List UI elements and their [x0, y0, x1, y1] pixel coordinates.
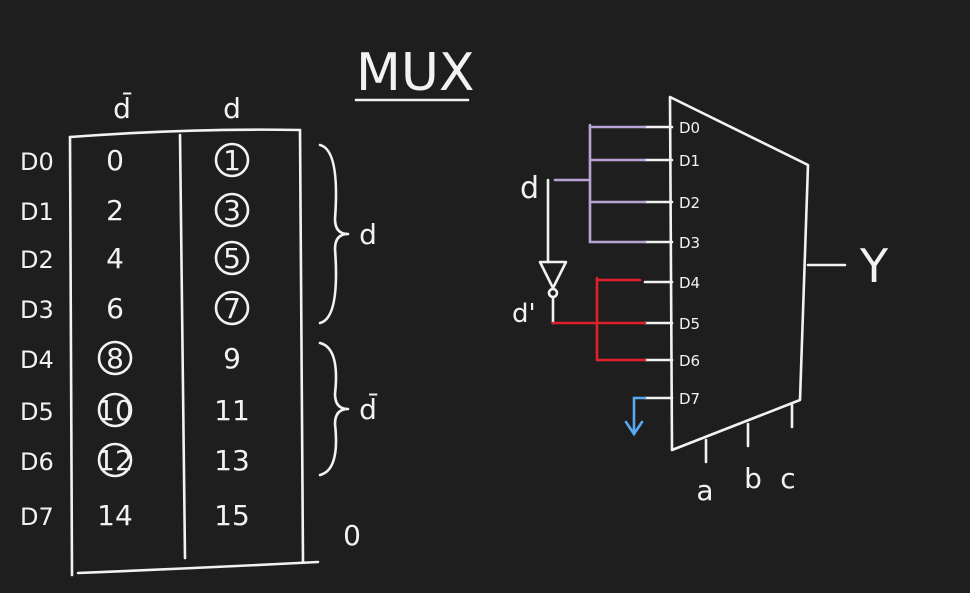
group-label: d	[359, 218, 377, 251]
mux-input-pin: D7	[643, 390, 700, 408]
table-row: D4 8 9	[20, 340, 241, 376]
cell-d: 15	[214, 499, 250, 532]
circle-mark	[214, 142, 250, 178]
select-label: a	[696, 474, 713, 507]
cell-d-bar: 4	[106, 242, 124, 275]
cell-d: 1	[223, 144, 241, 177]
pin-label: D3	[679, 234, 700, 252]
output-label: Y	[859, 239, 889, 293]
cell-d: 3	[223, 194, 241, 227]
signal-d-label: d	[520, 171, 539, 206]
signal-dnot-label: d'	[512, 299, 536, 329]
pin-label: D6	[679, 352, 700, 370]
group-braces: d d̄ 0	[318, 143, 378, 552]
table-right-border	[298, 128, 305, 564]
circle-mark	[214, 240, 250, 276]
mux-input-pin: D2	[643, 194, 700, 212]
circle-mark	[214, 192, 250, 228]
group-brace: d	[318, 143, 377, 325]
table-bottom-border	[76, 560, 320, 575]
group-label: d̄	[359, 392, 378, 426]
row-label: D7	[20, 503, 54, 531]
table-column-divider	[178, 133, 187, 560]
pin-label: D5	[679, 315, 700, 333]
mux-input-pin: D6	[643, 352, 700, 370]
mux-wiring: d d'	[512, 123, 647, 437]
cell-d-bar: 14	[97, 499, 133, 532]
pin-label: D2	[679, 194, 700, 212]
mux-input-pin: D3	[643, 234, 700, 252]
circle-mark	[97, 442, 133, 478]
select-label: c	[780, 462, 795, 495]
circle-mark	[97, 392, 133, 428]
pin-label: D0	[679, 119, 700, 137]
mux-input-pin: D5	[643, 315, 700, 333]
mux-body	[668, 95, 810, 452]
row-label: D6	[20, 448, 54, 476]
cell-d: 13	[214, 444, 250, 477]
select-label: b	[744, 462, 762, 495]
cell-d-bar: 2	[106, 194, 124, 227]
ground-arrow-icon	[624, 420, 644, 437]
row-label: D2	[20, 246, 54, 274]
row-label: D3	[20, 296, 54, 324]
brace-shape	[318, 341, 350, 477]
pin-label: D4	[679, 274, 700, 292]
row-label: D5	[20, 398, 54, 426]
title: MUX	[356, 43, 475, 103]
select-line: c	[780, 403, 796, 495]
table-row: D3 6 7	[20, 290, 250, 326]
inverter-icon	[538, 260, 568, 290]
group-brace: d̄	[318, 341, 378, 477]
pin-label: D1	[679, 152, 700, 170]
cell-d: 11	[214, 394, 250, 427]
table-row: D0 0 1	[20, 142, 250, 178]
select-line: a	[696, 438, 714, 507]
table-headers: d̄ d	[113, 91, 241, 125]
table-row: D7 14 15	[20, 499, 250, 532]
cell-d-bar: 6	[106, 292, 124, 325]
mux-input-pin: D4	[643, 274, 700, 292]
cell-d-bar: 8	[106, 342, 124, 375]
table-top-border	[68, 128, 302, 139]
table-row: D2 4 5	[20, 240, 250, 276]
mux-input-pin: D1	[643, 152, 700, 170]
group-label: 0	[343, 519, 361, 552]
pin-label: D7	[679, 390, 700, 408]
row-label: D4	[20, 346, 54, 374]
circle-mark	[214, 290, 250, 326]
row-label: D1	[20, 198, 54, 226]
group-brace: 0	[343, 519, 361, 552]
mux-input-pin: D0	[643, 119, 700, 137]
table-row: D1 2 3	[20, 192, 250, 228]
header-d-bar: d̄	[113, 91, 132, 125]
cell-d-bar: 0	[106, 144, 124, 177]
cell-d: 9	[223, 342, 241, 375]
brace-shape	[318, 143, 350, 325]
header-d: d	[223, 92, 241, 125]
cell-d: 5	[223, 242, 241, 275]
select-line: b	[744, 422, 762, 495]
truth-table	[68, 128, 320, 577]
cell-d: 7	[223, 292, 241, 325]
circle-mark	[97, 340, 133, 376]
row-label: D0	[20, 148, 54, 176]
table-left-border	[68, 135, 74, 577]
mux-block	[668, 95, 847, 452]
